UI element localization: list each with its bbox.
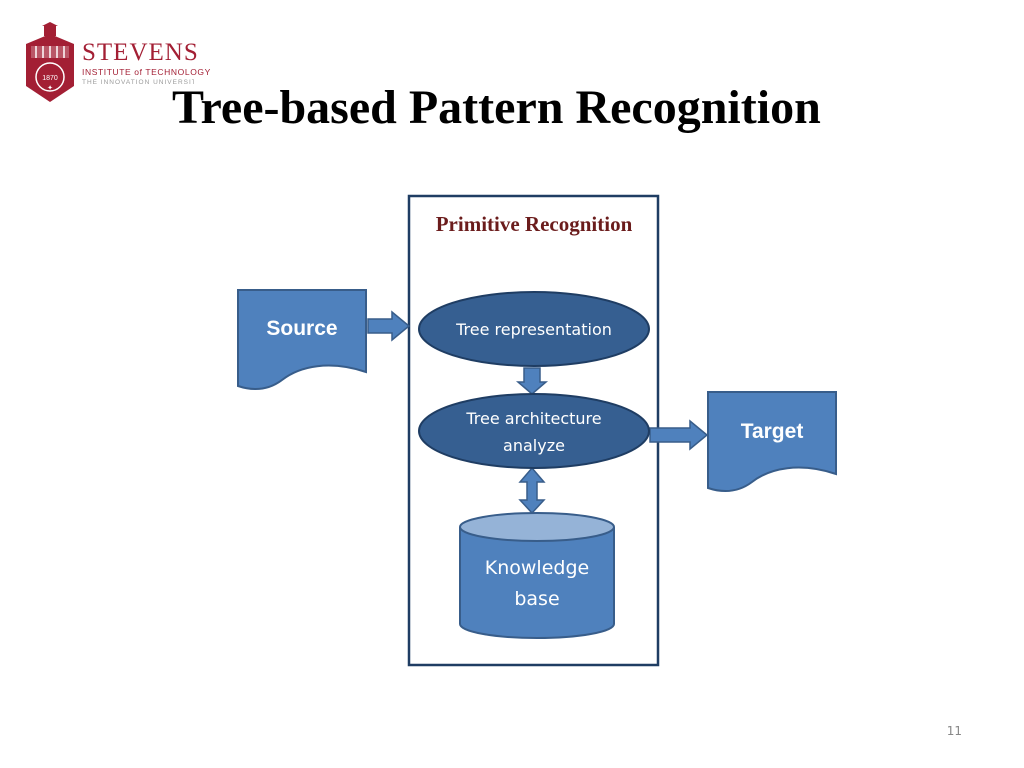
stevens-seal-icon: 1870 ✦ xyxy=(26,22,74,102)
logo-wordmark: STEVENS INSTITUTE of TECHNOLOGY THE INNO… xyxy=(82,40,211,87)
page-number: 11 xyxy=(946,724,962,738)
box-title: Primitive Recognition xyxy=(435,212,633,236)
tree-architecture-label: Tree architecture analyze xyxy=(460,392,608,472)
logo-tagline: THE INNOVATION UNIVERSITY xyxy=(82,79,194,86)
tree-architecture-text: Tree architecture analyze xyxy=(466,409,602,455)
stevens-logo: 1870 ✦ STEVENS INSTITUTE of TECHNOLOGY T… xyxy=(22,22,212,108)
tree-representation-node xyxy=(418,291,650,367)
tree-representation-label: Tree representation xyxy=(449,300,619,358)
tree-representation-text: Tree representation xyxy=(456,319,612,339)
seal-year: 1870 xyxy=(42,75,58,82)
source-label: Source xyxy=(266,317,338,340)
svg-text:✦: ✦ xyxy=(47,84,53,92)
arrow-representation-to-architecture xyxy=(515,367,549,395)
target-document-shape xyxy=(707,391,837,493)
slide-title: Tree-based Pattern Recognition xyxy=(172,81,821,134)
knowledge-base-text: Knowledge base xyxy=(484,557,590,610)
target-label: Target xyxy=(740,420,804,443)
logo-subtitle: INSTITUTE of TECHNOLOGY xyxy=(82,67,211,77)
logo-name: STEVENS xyxy=(82,39,199,66)
knowledge-base-cylinder xyxy=(459,512,615,639)
arrow-to-target xyxy=(649,419,709,451)
knowledge-base-label: Knowledge base xyxy=(462,552,612,616)
tree-architecture-node xyxy=(418,393,650,469)
source-document-shape xyxy=(237,289,367,391)
arrow-source-to-tree xyxy=(367,310,411,342)
